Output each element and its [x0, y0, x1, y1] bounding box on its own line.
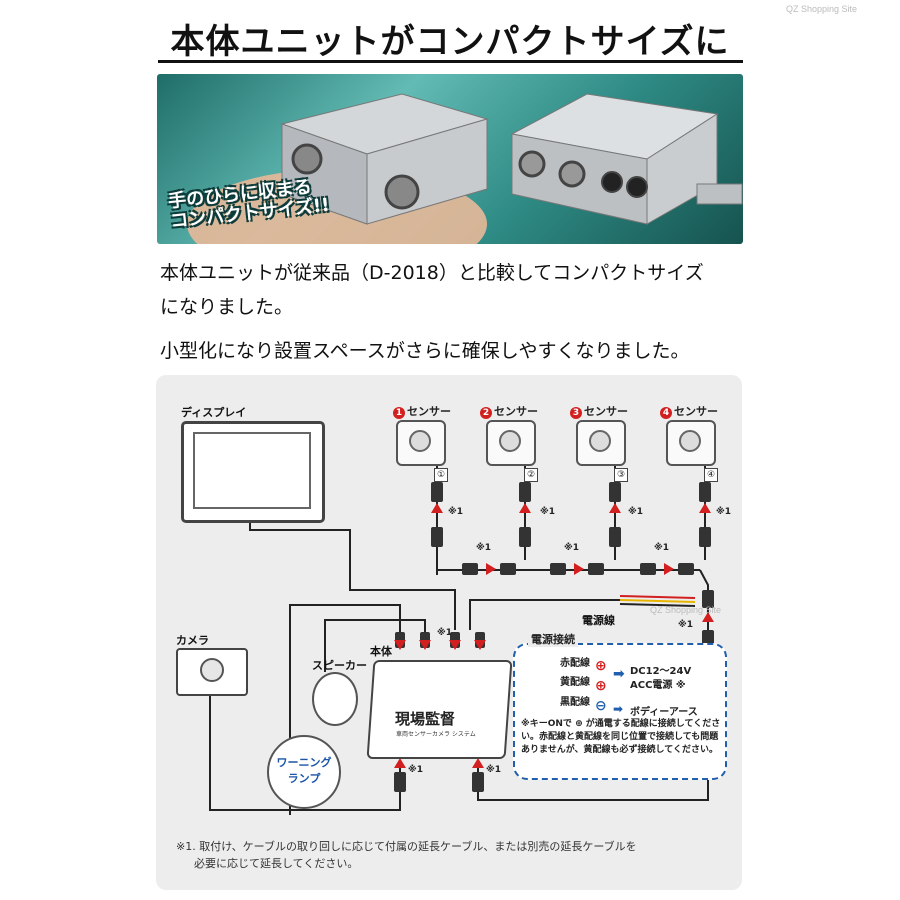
- footnote-line-2: 必要に応じて延長してください。: [194, 857, 359, 870]
- plus-icon: ⊕: [595, 678, 607, 694]
- speaker-label: スピーカー: [312, 659, 367, 672]
- sensor-3: ③: [576, 420, 628, 482]
- footnote-line-1: ※1. 取付け、ケーブルの取り回しに応じて付属の延長ケーブル、または別売の延長ケ…: [176, 840, 637, 853]
- camera: [176, 648, 248, 696]
- note-mark: ※1: [476, 543, 492, 553]
- sensor-4: ④: [666, 420, 718, 482]
- note-mark: ※1: [716, 507, 732, 517]
- description-line-2: になりました。: [160, 296, 294, 318]
- note-mark: ※1: [654, 543, 670, 553]
- note-mark: ※1: [408, 765, 424, 775]
- arrow-right-icon: ➡: [613, 702, 624, 716]
- sensor-2: ②: [486, 420, 538, 482]
- ground-label: ボディーアース: [630, 707, 698, 718]
- warning-lamp-line-1: ワーニング: [276, 756, 332, 769]
- warning-lamp: ワーニング ランプ: [267, 735, 341, 809]
- unit-subtitle: 車両センサーカメラ システム: [396, 731, 476, 738]
- warning-lamp-line-2: ランプ: [287, 772, 321, 785]
- title-underline: [158, 60, 743, 63]
- footnote: ※1. 取付け、ケーブルの取り回しに応じて付属の延長ケーブル、または別売の延長ケ…: [176, 838, 726, 872]
- yellow-wire-label: 黄配線: [560, 677, 590, 688]
- power-connection-box: [513, 643, 727, 780]
- note-mark: ※1: [448, 507, 464, 517]
- arrow-right-icon: ➡: [613, 666, 625, 682]
- plus-icon: ⊕: [595, 658, 607, 674]
- note-mark: ※1: [540, 507, 556, 517]
- watermark: QZ Shopping Site: [650, 605, 722, 615]
- black-wire-label: 黒配線: [560, 697, 590, 708]
- note-mark: ※1: [628, 507, 644, 517]
- note-mark: ※1: [564, 543, 580, 553]
- minus-icon: ⊖: [595, 698, 607, 714]
- note-mark: ※1: [486, 765, 502, 775]
- description-line-3: 小型化になり設置スペースがさらに確保しやすくなりました。: [160, 340, 690, 362]
- red-wire-label: 赤配線: [560, 658, 590, 669]
- speaker: [312, 672, 358, 726]
- watermark: QZ Shopping Site: [786, 4, 858, 14]
- power-connection-title: 電源接続: [528, 631, 578, 647]
- acc-power-label: ACC電源 ※: [630, 680, 686, 691]
- note-mark: ※1: [678, 620, 694, 630]
- power-note: ※キーONで ⊕ が通電する配線に接続してください。赤配線と黄配線を同じ位置で接…: [521, 719, 721, 755]
- display-label: ディスプレイ: [181, 406, 247, 419]
- page-title: 本体ユニットがコンパクトサイズに: [170, 22, 730, 62]
- camera-label: カメラ: [176, 634, 209, 647]
- power-line-label: 電源線: [582, 614, 615, 627]
- unit-logo: 現場監督: [395, 710, 456, 728]
- dc-voltage-label: DC12～24V: [630, 666, 692, 677]
- product-illustration: [187, 93, 743, 244]
- display-monitor: [181, 421, 325, 523]
- unit-label: 本体: [370, 645, 392, 658]
- sensor-1: ①: [396, 420, 448, 482]
- product-photo: 手のひらに収まる コンパクトサイズ!!: [157, 74, 743, 244]
- note-mark: ※1: [437, 628, 453, 638]
- description-line-1: 本体ユニットが従来品（D-2018）と比較してコンパクトサイズ: [160, 262, 704, 284]
